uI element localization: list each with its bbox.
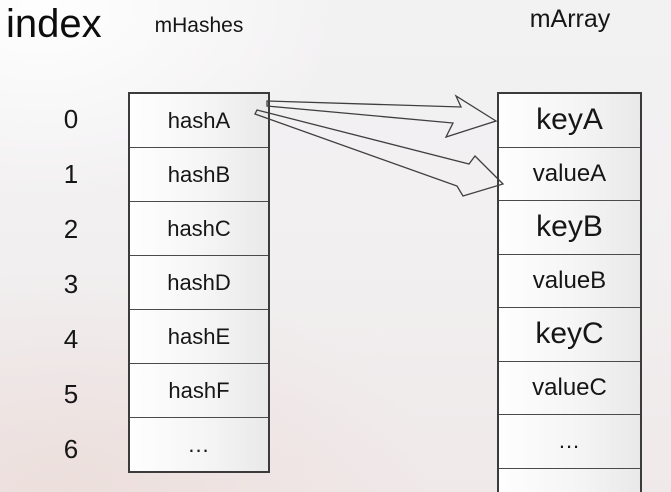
index-cell: 3	[63, 269, 79, 299]
mhashes-cell: hashC	[130, 201, 268, 255]
marray-cell-value: valueC	[499, 360, 640, 414]
index-column: 0 1 2 3 4 5 6	[38, 92, 104, 477]
marray-cell-clipped	[499, 467, 640, 492]
marray-column-title: mArray	[529, 5, 611, 33]
mhashes-cell: hashD	[130, 255, 268, 309]
marray-cell-key: keyB	[499, 200, 640, 254]
arrow-hashA-to-valueA	[254, 109, 505, 197]
index-cell: 5	[63, 379, 79, 409]
marray-cell-ellipsis: ...	[499, 414, 640, 468]
index-cell: 4	[63, 324, 79, 354]
marray-cell-value: valueA	[499, 146, 640, 200]
marray-cell-key: keyA	[499, 94, 640, 147]
mhashes-cell: hashE	[130, 309, 268, 363]
arrow-hashA-to-keyA	[266, 94, 498, 139]
mhashes-table: hashA hashB hashC hashD hashE hashF ...	[128, 92, 270, 473]
index-cell: 6	[63, 434, 79, 464]
marray-cell-value: valueB	[499, 253, 640, 307]
mhashes-cell: hashF	[130, 363, 268, 417]
mhashes-cell: hashA	[130, 94, 268, 147]
index-cell: 2	[63, 214, 79, 244]
index-cell: 0	[63, 104, 79, 134]
marray-table: keyA valueA keyB valueB keyC valueC ...	[497, 92, 642, 492]
mhashes-column-title: mHashes	[154, 14, 244, 37]
marray-cell-key: keyC	[499, 307, 640, 361]
mhashes-cell-ellipsis: ...	[130, 417, 268, 471]
index-column-title: index	[6, 2, 102, 46]
mhashes-cell: hashB	[130, 147, 268, 201]
index-cell: 1	[63, 159, 79, 189]
